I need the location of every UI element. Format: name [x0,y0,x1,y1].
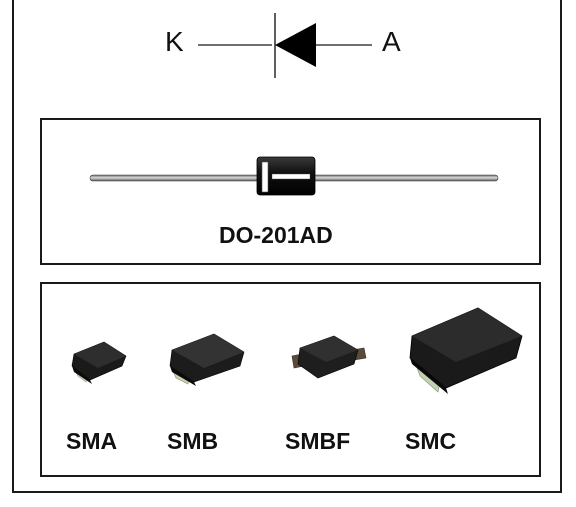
through-hole-panel: DO-201AD [40,118,541,265]
diode-triangle [275,23,316,67]
sma-label: SMA [66,428,118,454]
smb-label: SMB [167,428,219,454]
smd-panel: SMA SMB SMBF SMC [40,282,541,477]
smc-package-graphic [409,307,523,394]
cathode-band [261,161,269,193]
smb-package [160,324,252,394]
diode-symbol-graphic [198,13,372,78]
anode-label: A [382,26,401,57]
sma-package-graphic [71,341,127,384]
do201ad-package-graphic [89,156,499,196]
smbf-package-graphic [291,335,367,379]
smc-package [398,300,530,402]
smbf-package [288,326,370,390]
smc-label: SMC [405,428,457,454]
cathode-label: K [165,26,184,57]
sma-package [64,332,134,392]
smbf-label: SMBF [285,428,351,454]
do201ad-label: DO-201AD [219,222,333,248]
diode-symbol: K A [150,8,430,88]
lead-through-body [271,173,311,180]
outer-frame [12,0,562,493]
smb-package-graphic [169,333,245,386]
